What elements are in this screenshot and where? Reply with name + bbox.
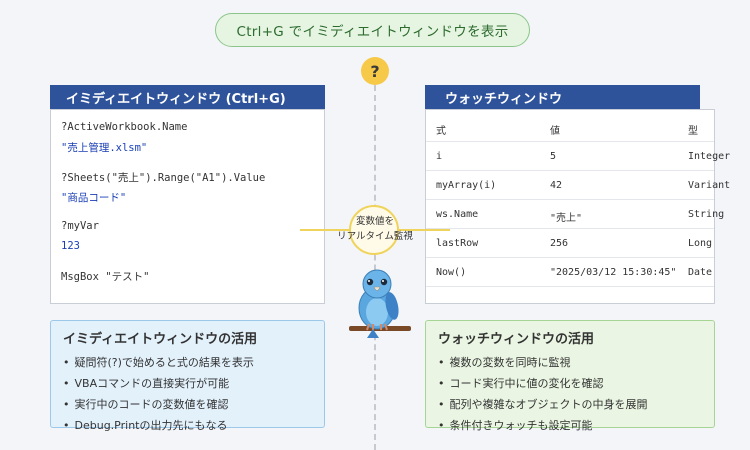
- immediate-window-panel[interactable]: ?ActiveWorkbook.Name "売上管理.xlsm" ?Sheets…: [50, 109, 325, 304]
- watch-window-header: ウォッチウィンドウ: [425, 85, 700, 109]
- watch-row[interactable]: lastRow 256 Long: [426, 230, 714, 258]
- watch-type: Variant: [688, 180, 731, 191]
- watch-expression: lastRow: [436, 238, 479, 249]
- watch-row[interactable]: ws.Name "売上" String: [426, 201, 724, 229]
- usage-item: コード実行中に値の変化を確認: [438, 373, 702, 394]
- code-line: ?ActiveWorkbook.Name: [61, 121, 188, 133]
- code-result: "商品コード": [61, 192, 127, 204]
- watch-type: Date: [688, 267, 713, 278]
- watch-value: 256: [550, 238, 569, 249]
- watch-value: "売上": [550, 213, 583, 224]
- monitor-label-line1: 変数値を: [355, 216, 394, 227]
- usage-item: 配列や複雑なオブジェクトの中身を展開: [438, 394, 702, 415]
- usage-item: 複数の変数を同時に監視: [438, 352, 702, 373]
- center-divider: [374, 85, 376, 450]
- watch-usage-title: ウォッチウィンドウの活用: [438, 332, 595, 347]
- col-type: 型: [688, 126, 698, 137]
- watch-value: "2025/03/12 15:30:45": [550, 267, 677, 278]
- watch-expression: ws.Name: [436, 209, 479, 220]
- watch-row[interactable]: Now() "2025/03/12 15:30:45" Date: [426, 259, 714, 287]
- watch-type: Integer: [688, 151, 731, 162]
- watch-expression: Now(): [436, 267, 467, 278]
- watch-type: String: [688, 209, 725, 220]
- watch-usage-box: ウォッチウィンドウの活用 複数の変数を同時に監視 コード実行中に値の変化を確認 …: [425, 320, 715, 432]
- watch-type: Long: [688, 238, 713, 249]
- usage-item: 条件付きウォッチも設定可能: [438, 415, 702, 436]
- code-line: ?myVar: [61, 220, 99, 232]
- question-badge: ?: [361, 57, 389, 85]
- col-expression: 式: [436, 126, 446, 137]
- code-result: "売上管理.xlsm": [61, 142, 148, 154]
- watch-header-row: 式 値 型: [426, 114, 714, 142]
- monitor-circle: [349, 205, 399, 255]
- code-result: 123: [61, 240, 80, 252]
- immediate-window-header: イミディエイトウィンドウ (Ctrl+G): [50, 85, 325, 109]
- watch-row[interactable]: i 5 Integer: [426, 143, 730, 171]
- code-line: ?Sheets("売上").Range("A1").Value: [61, 172, 266, 184]
- watch-value: 5: [550, 151, 557, 162]
- watch-window-panel[interactable]: 式 値 型 i 5 Integer myArray(i) 42 Variant …: [425, 109, 730, 304]
- watch-value: 42: [550, 180, 563, 191]
- immediate-usage-box: イミディエイトウィンドウの活用 疑問符(?)で始めると式の結果を表示 VBAコマ…: [50, 320, 325, 432]
- parakeet-mascot-icon: [349, 269, 411, 338]
- usage-item: 実行中のコードの変数値を確認: [63, 394, 312, 415]
- monitor-label: 変数値を リアルタイム監視: [322, 214, 428, 244]
- usage-item: Debug.Printの出力先にもなる: [63, 415, 312, 436]
- code-line: MsgBox "テスト": [61, 271, 150, 283]
- watch-expression: myArray(i): [436, 180, 497, 191]
- watch-row[interactable]: myArray(i) 42 Variant: [426, 172, 730, 200]
- usage-item: 疑問符(?)で始めると式の結果を表示: [63, 352, 312, 373]
- col-value: 値: [550, 126, 560, 137]
- watch-expression: i: [436, 151, 443, 162]
- usage-item: VBAコマンドの直接実行が可能: [63, 373, 312, 394]
- monitor-label-line2: リアルタイム監視: [337, 231, 413, 242]
- title-banner: Ctrl+G でイミディエイトウィンドウを表示: [215, 13, 530, 47]
- immediate-usage-title: イミディエイトウィンドウの活用: [63, 332, 258, 347]
